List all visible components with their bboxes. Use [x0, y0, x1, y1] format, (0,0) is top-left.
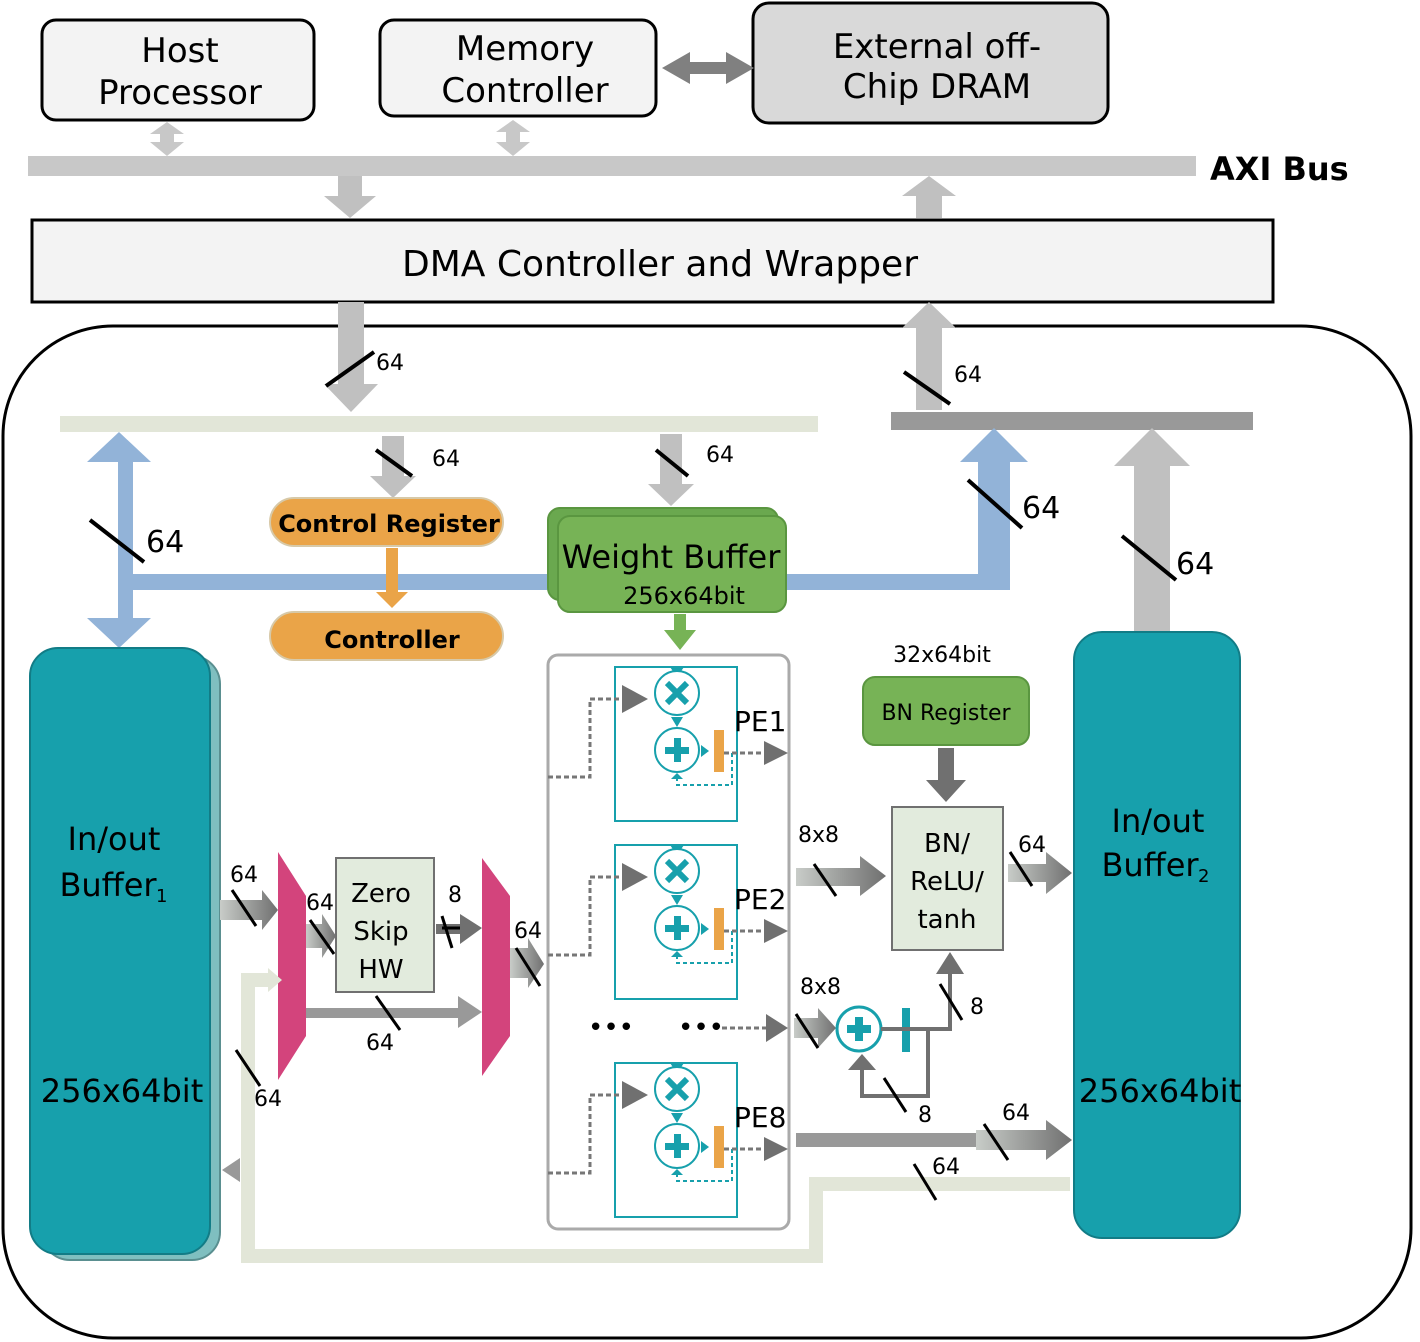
svg-text:64: 64	[254, 1087, 282, 1112]
weight-to-pe-arrow	[664, 614, 696, 650]
svg-text:External off-: External off-	[833, 27, 1041, 67]
svg-text:Buffer: Buffer	[59, 866, 157, 904]
bn-register: BN Register	[862, 676, 1030, 746]
processing-element: PE2	[548, 844, 788, 1000]
bn-relu-tanh: BN/ ReLU/ tanh	[891, 806, 1004, 951]
svg-text:64: 64	[954, 363, 982, 388]
svg-text:8x8: 8x8	[800, 975, 841, 1000]
svg-text:64: 64	[1018, 833, 1046, 858]
host-processor-box: Host Processor	[40, 18, 316, 122]
pe-label: PE2	[734, 883, 786, 916]
svg-text:Controller: Controller	[441, 71, 608, 111]
input-mux	[278, 852, 306, 1080]
svg-text:Skip: Skip	[353, 917, 408, 947]
svg-text:Buffer: Buffer	[1101, 846, 1199, 884]
svg-text:8: 8	[918, 1103, 932, 1128]
svg-text:Processor: Processor	[98, 73, 262, 113]
svg-text:64: 64	[376, 351, 404, 376]
svg-text:Control Register: Control Register	[278, 510, 500, 538]
svg-text:Controller: Controller	[324, 626, 460, 654]
dma-controller-box: DMA Controller and Wrapper	[30, 218, 1275, 304]
controller: Controller	[269, 611, 504, 661]
memory-controller-box: Memory Controller	[378, 18, 658, 118]
weight-buffer: Weight Buffer 256x64bit	[547, 507, 787, 613]
svg-text:64: 64	[932, 1155, 960, 1180]
svg-text:BN Register: BN Register	[881, 701, 1011, 726]
svg-text:64: 64	[1176, 547, 1214, 582]
svg-text:256x64bit: 256x64bit	[41, 1072, 203, 1110]
zero-skip-hw: Zero Skip HW	[335, 857, 435, 993]
dram-link-arrow	[662, 52, 754, 84]
svg-text:DMA Controller and Wrapper: DMA Controller and Wrapper	[402, 244, 918, 285]
svg-text:•••: •••	[588, 1013, 634, 1043]
svg-text:256x64bit: 256x64bit	[623, 582, 745, 610]
host-bus-arrow	[150, 122, 184, 156]
svg-text:32x64bit: 32x64bit	[893, 643, 991, 668]
svg-text:AXI Bus: AXI Bus	[1210, 150, 1349, 188]
svg-text:In/out: In/out	[1112, 802, 1205, 840]
weight-buffer-in-arrow	[648, 434, 694, 506]
ctrl-reg-in-arrow	[370, 436, 416, 498]
processing-element: PE1	[548, 666, 788, 822]
ctrl-arrow	[376, 548, 408, 608]
inout-buffer-1: In/out Buffer 1 256x64bit	[29, 647, 221, 1261]
accelerator-boundary	[1, 324, 1413, 1340]
svg-text:tanh: tanh	[917, 905, 976, 935]
pe-label: PE8	[734, 1101, 786, 1134]
pe-label: PE1	[734, 705, 786, 738]
dma-to-bus-arrow	[902, 176, 956, 218]
inout-buffer-2: In/out Buffer 2 256x64bit	[1073, 631, 1241, 1239]
svg-text:In/out: In/out	[68, 820, 161, 858]
svg-text:•••: •••	[678, 1013, 724, 1043]
svg-text:64: 64	[432, 447, 460, 472]
svg-text:Chip DRAM: Chip DRAM	[843, 67, 1031, 107]
input-bus	[60, 416, 818, 432]
svg-text:BN/: BN/	[924, 829, 970, 859]
svg-text:8: 8	[970, 995, 984, 1020]
svg-text:64: 64	[366, 1031, 394, 1056]
svg-text:2: 2	[1198, 866, 1209, 887]
accumulator	[835, 952, 964, 1098]
svg-text:64: 64	[706, 443, 734, 468]
svg-text:64: 64	[1022, 491, 1060, 526]
bus-to-dma-arrow	[324, 176, 376, 218]
memctrl-bus-arrow	[496, 120, 530, 156]
external-dram-box: External off- Chip DRAM	[751, 1, 1110, 125]
feedback-path	[241, 973, 1070, 1263]
svg-text:64: 64	[306, 891, 334, 916]
svg-text:HW: HW	[358, 955, 403, 985]
output-bus	[891, 412, 1253, 430]
svg-text:8x8: 8x8	[798, 823, 839, 848]
svg-text:Host: Host	[141, 31, 218, 71]
output-mux	[482, 858, 510, 1076]
svg-text:64: 64	[146, 525, 184, 560]
dma-in-arrow	[324, 302, 378, 412]
svg-text:64: 64	[1002, 1101, 1030, 1126]
control-register: Control Register	[269, 497, 504, 547]
svg-text:Weight Buffer: Weight Buffer	[562, 538, 782, 576]
svg-text:1: 1	[156, 886, 167, 907]
svg-text:ReLU/: ReLU/	[910, 867, 984, 897]
dma-out-arrow	[902, 302, 956, 410]
svg-text:Memory: Memory	[456, 29, 594, 69]
svg-text:8: 8	[448, 883, 462, 908]
axi-bus: AXI Bus	[28, 150, 1349, 188]
buf2-up-arrow	[1114, 428, 1190, 632]
svg-text:256x64bit: 256x64bit	[1079, 1072, 1241, 1110]
processing-element: PE8	[548, 1062, 788, 1218]
svg-text:64: 64	[514, 919, 542, 944]
svg-text:Zero: Zero	[351, 879, 411, 909]
svg-text:64: 64	[230, 863, 258, 888]
